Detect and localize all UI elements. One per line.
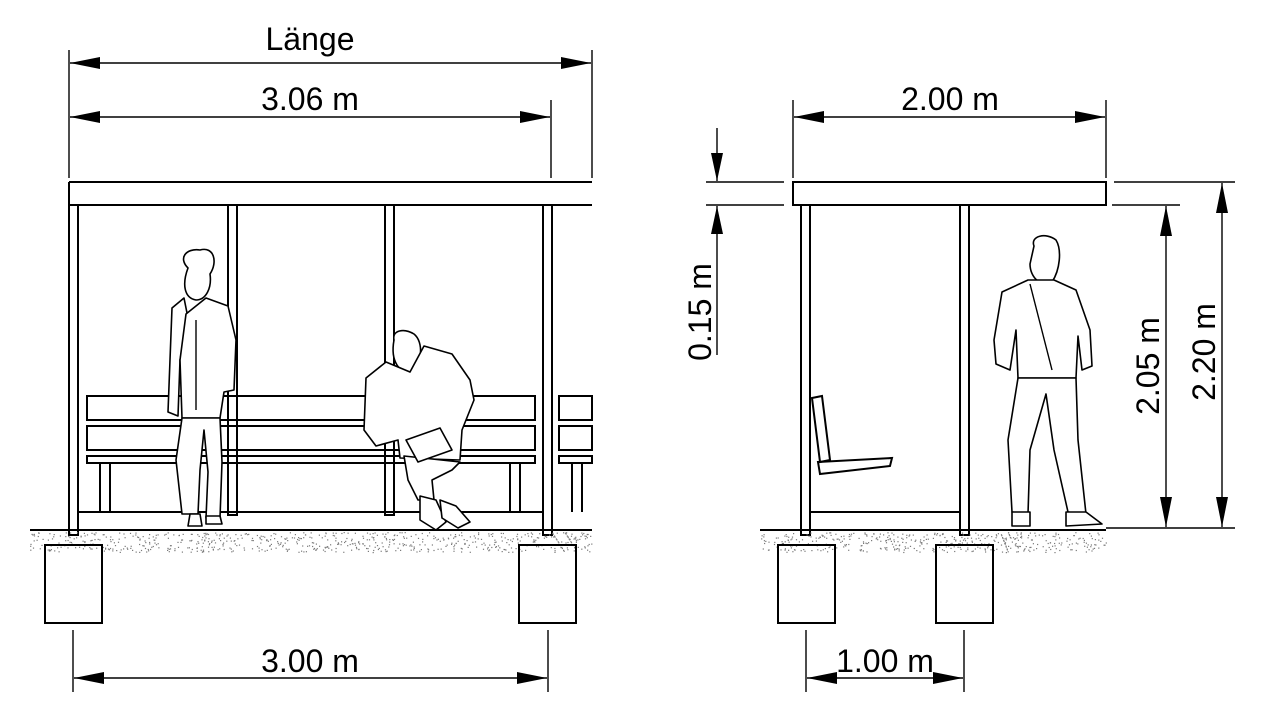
front-ground-texture: [30, 532, 593, 554]
front-foundation-dimension: 3.00 m: [72, 630, 549, 692]
side-ground-texture: [761, 532, 1107, 554]
length-dimension: Länge: [68, 21, 593, 178]
side-foundation-dimension: 1.00 m: [805, 630, 965, 692]
standing-woman-figure: [167, 248, 237, 527]
roof-width-dimension: 3.06 m: [70, 81, 552, 178]
side-foundation-back: [935, 544, 994, 624]
total-height-label: 2.20 m: [1186, 303, 1222, 401]
depth-dimension: 2.00 m: [792, 81, 1107, 178]
side-view: 2.00 m: [682, 81, 1235, 692]
length-label: Länge: [266, 21, 355, 57]
seated-man-figure: [363, 329, 475, 531]
roof-thickness-dimension: 0.15 m: [682, 128, 784, 361]
total-height-dimension: 2.20 m: [1114, 181, 1235, 527]
clear-height-label: 2.05 m: [1130, 317, 1166, 415]
side-post-front: [800, 204, 811, 536]
side-foundation-label: 1.00 m: [836, 643, 934, 679]
front-posts: [68, 204, 553, 536]
front-bench: [86, 395, 593, 512]
front-foundation-label: 3.00 m: [261, 643, 359, 679]
front-view: Länge 3.06 m: [30, 21, 593, 624]
clear-height-dimension: 2.05 m: [1106, 204, 1235, 529]
front-foundation-right: [518, 544, 577, 624]
roof-thickness-label: 0.15 m: [682, 263, 718, 361]
depth-label: 2.00 m: [901, 81, 999, 117]
front-foundation-left: [44, 544, 103, 624]
roof-width-label: 3.06 m: [261, 81, 359, 117]
side-roof: [792, 181, 1107, 206]
side-foundation-front: [777, 544, 836, 624]
side-post-back: [959, 204, 970, 536]
side-bench: [810, 394, 894, 476]
standing-man-figure: [993, 234, 1103, 527]
